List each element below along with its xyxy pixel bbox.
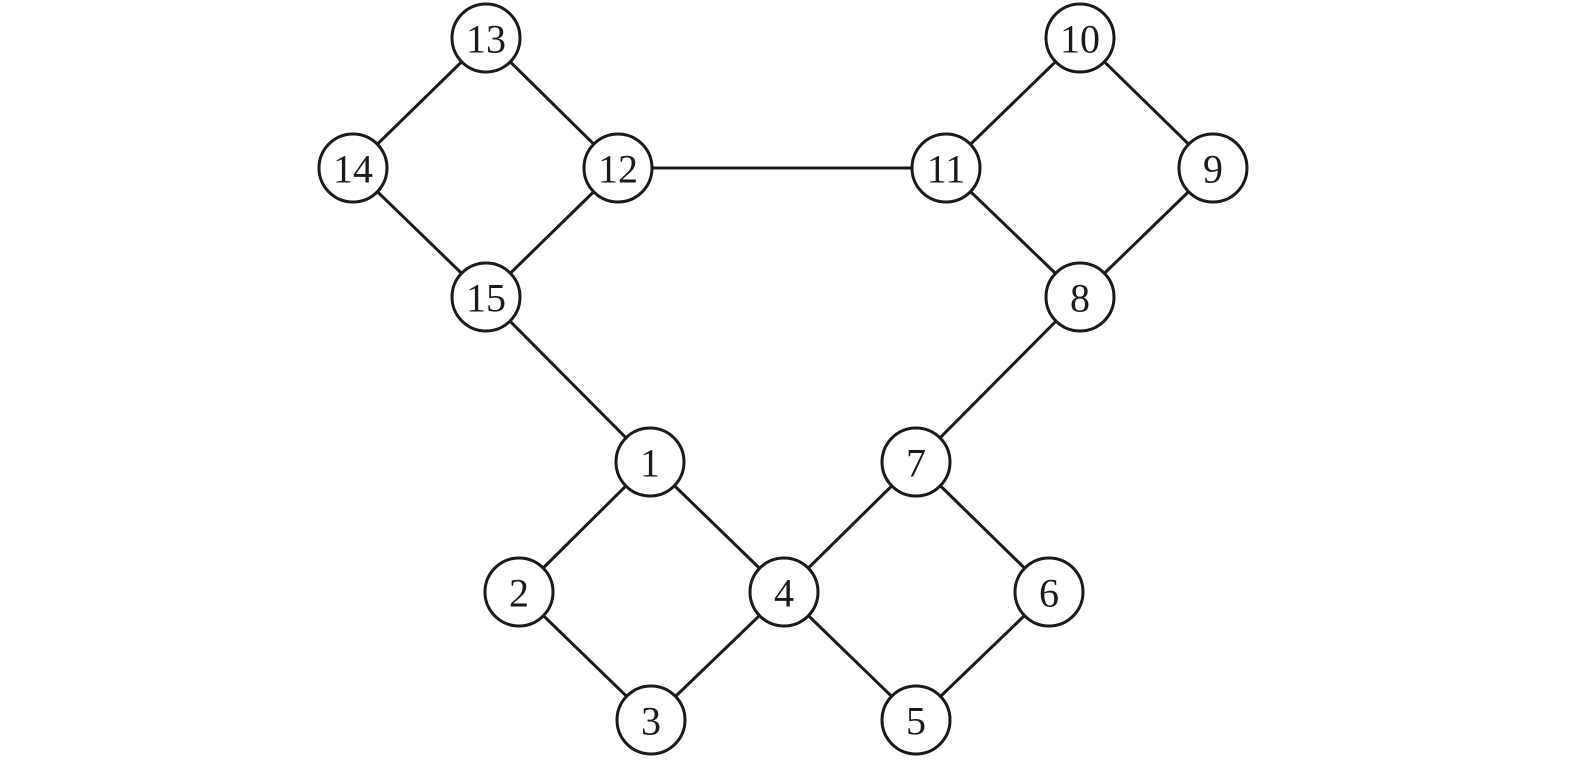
node-5: 5 xyxy=(880,684,952,756)
edge-8-7 xyxy=(914,295,1082,464)
node-3: 3 xyxy=(615,684,687,756)
node-12: 12 xyxy=(582,132,654,204)
node-circle xyxy=(1044,261,1116,333)
node-label: 2 xyxy=(509,571,529,616)
node-circle xyxy=(614,426,686,498)
node-circle xyxy=(483,556,555,628)
node-6: 6 xyxy=(1013,556,1085,628)
node-label: 4 xyxy=(774,571,794,616)
node-label: 10 xyxy=(1060,17,1100,62)
node-9: 9 xyxy=(1177,132,1249,204)
node-13: 13 xyxy=(450,2,522,74)
node-label: 12 xyxy=(598,147,638,192)
node-8: 8 xyxy=(1044,261,1116,333)
node-2: 2 xyxy=(483,556,555,628)
node-circle xyxy=(1013,556,1085,628)
node-label: 13 xyxy=(466,17,506,62)
node-15: 15 xyxy=(450,261,522,333)
node-circle xyxy=(910,132,982,204)
node-4: 4 xyxy=(748,556,820,628)
node-circle xyxy=(450,2,522,74)
node-circle xyxy=(1044,2,1116,74)
node-label: 7 xyxy=(906,441,926,486)
node-7: 7 xyxy=(880,426,952,498)
node-11: 11 xyxy=(910,132,982,204)
node-circle xyxy=(1177,132,1249,204)
node-circle xyxy=(880,426,952,498)
node-circle xyxy=(615,684,687,756)
node-circle xyxy=(317,132,389,204)
node-label: 5 xyxy=(906,699,926,744)
node-label: 8 xyxy=(1070,276,1090,321)
node-label: 15 xyxy=(466,276,506,321)
node-label: 9 xyxy=(1203,147,1223,192)
node-circle xyxy=(880,684,952,756)
node-14: 14 xyxy=(317,132,389,204)
node-label: 14 xyxy=(333,147,373,192)
node-circle xyxy=(748,556,820,628)
node-label: 11 xyxy=(927,147,966,192)
edge-15-1 xyxy=(484,295,652,464)
node-circle xyxy=(450,261,522,333)
node-1: 1 xyxy=(614,426,686,498)
node-circle xyxy=(582,132,654,204)
node-label: 6 xyxy=(1039,571,1059,616)
node-10: 10 xyxy=(1044,2,1116,74)
node-label: 1 xyxy=(640,441,660,486)
node-label: 3 xyxy=(641,699,661,744)
